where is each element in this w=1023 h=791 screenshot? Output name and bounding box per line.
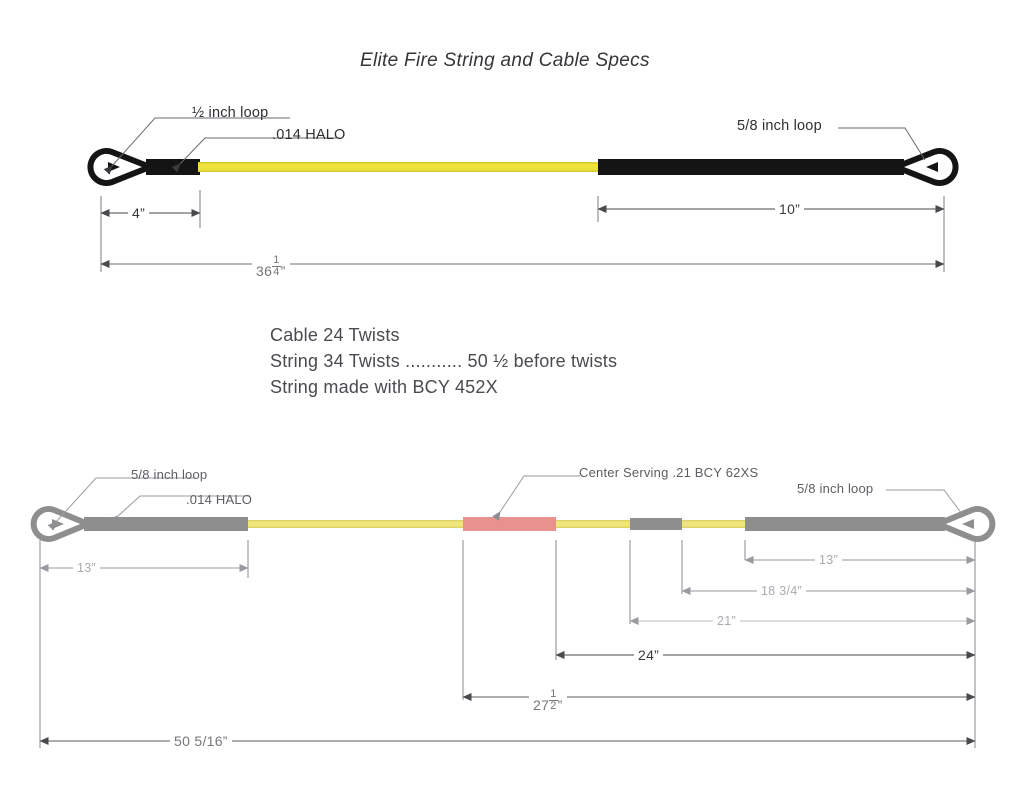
- dim-13in-left: 13”: [73, 561, 100, 575]
- cable-serving-label: .014 HALO: [272, 127, 346, 143]
- cable-dimensions: [100, 190, 945, 272]
- cable-left-loop-leader: [103, 117, 290, 175]
- dim-10in: 10”: [775, 201, 805, 217]
- cable-left-serving: [146, 159, 200, 175]
- string-body-1: [248, 520, 463, 528]
- string-right-serving: [745, 517, 945, 531]
- cable-right-loop-label: 5/8 inch loop: [737, 118, 822, 134]
- dim-total-string: 50 5/16”: [170, 733, 232, 749]
- page-title: Elite Fire String and Cable Specs: [360, 50, 650, 71]
- center-serving-leader: [492, 475, 580, 521]
- dim-24in: 24”: [634, 647, 664, 663]
- cable-string-body: [198, 162, 600, 172]
- string-center-serving: [463, 517, 556, 531]
- center-serving-label: Center Serving .21 BCY 62XS: [579, 465, 759, 480]
- spec-line-2: String 34 Twists ........... 50 ½ before…: [270, 351, 618, 371]
- string-serving-label: .014 HALO: [186, 492, 253, 507]
- dim-13in-right: 13”: [815, 553, 842, 567]
- string-left-loop-label: 5/8 inch loop: [131, 467, 208, 482]
- cable-right-loop: [893, 148, 959, 186]
- dim-27-whole: 27: [533, 697, 550, 714]
- string-left-serving: [84, 517, 248, 531]
- dim-total-cable-whole: 36: [256, 263, 273, 280]
- dim-4in: 4”: [128, 205, 150, 221]
- string-serving-leader: [109, 495, 250, 525]
- string-right-loop-label: 5/8 inch loop: [797, 481, 874, 496]
- string-left-loop-leader: [47, 477, 196, 531]
- spec-line-3: String made with BCY 452X: [270, 377, 498, 397]
- cable-left-loop: [87, 148, 153, 186]
- dim-27-unit: ”: [557, 697, 563, 714]
- cable-left-loop-label: ½ inch loop: [192, 105, 269, 121]
- string-body-2: [556, 520, 630, 528]
- cable-right-loop-leader: [838, 127, 926, 161]
- string-nock-serving: [630, 518, 682, 530]
- cable-serving-leader: [171, 137, 340, 173]
- string-dimensions: [39, 540, 976, 748]
- cable-right-serving: [598, 159, 904, 175]
- dim-total-cable-unit: ”: [280, 263, 286, 280]
- cable-assembly-graphic: [87, 117, 959, 186]
- dim-21in: 21”: [713, 614, 740, 628]
- dim-18-34in: 18 3/4”: [757, 584, 807, 598]
- string-right-loop-leader: [886, 489, 963, 515]
- spec-line-1: Cable 24 Twists: [270, 325, 400, 345]
- string-assembly-graphic: [30, 475, 996, 542]
- string-body-3: [682, 520, 745, 528]
